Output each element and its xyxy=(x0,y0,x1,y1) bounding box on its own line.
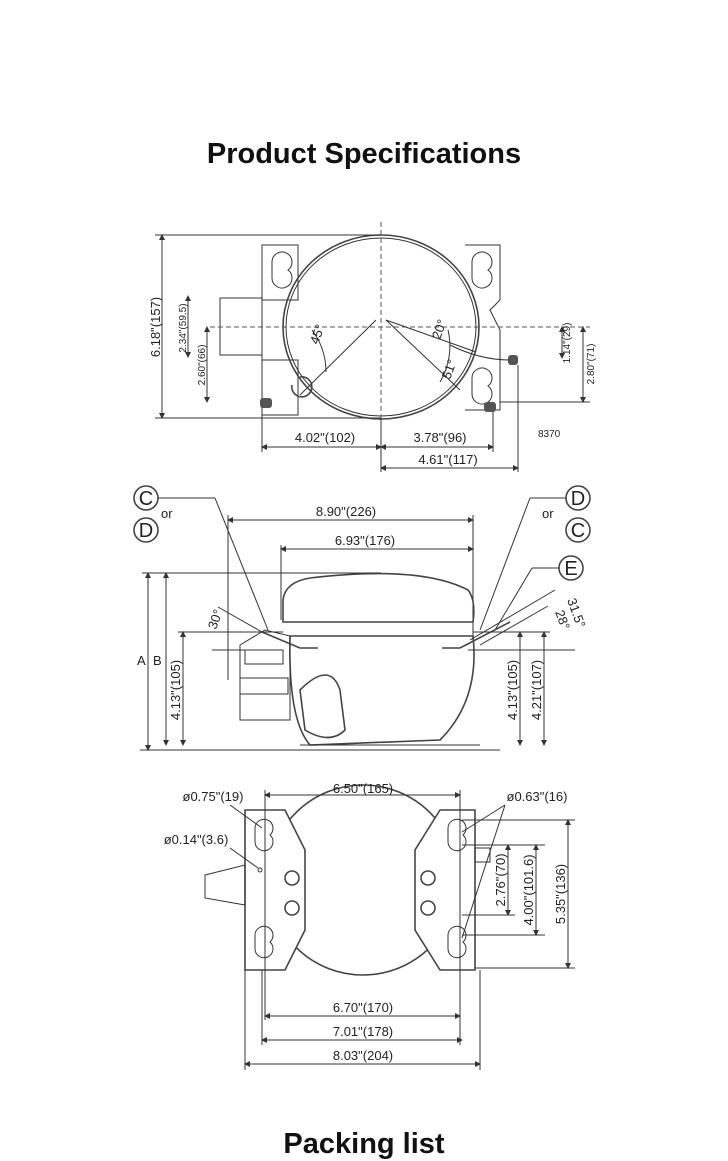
angle-label: 20° xyxy=(429,317,450,341)
page-title: Product Specifications xyxy=(206,138,522,170)
dim-label: 1.14"(29) xyxy=(562,323,573,364)
dim-label: 7.01"(178) xyxy=(333,1024,393,1039)
angle-label: 51° xyxy=(439,357,460,381)
top-view: 6.18"(157) 2.34"(59.5) 2.60"(66) 1.14"(2… xyxy=(148,222,597,472)
terminal-box xyxy=(219,297,263,356)
dim-label: 4.61"(117) xyxy=(418,452,477,467)
dim-label: 4.21"(107) xyxy=(529,660,544,720)
terminal-box xyxy=(204,864,246,906)
compressor-body xyxy=(289,635,475,746)
dim-label: 6.70"(170) xyxy=(333,1000,393,1015)
next-section-title: Packing list xyxy=(283,1128,445,1160)
dim-label: 4.00"(101.6) xyxy=(521,854,536,925)
angle-label: 45° xyxy=(307,322,328,346)
or-label: or xyxy=(161,506,173,521)
dim-label: 2.80"(71) xyxy=(586,344,597,385)
dim-label: 4.02"(102) xyxy=(295,430,355,445)
dim-label: 5.35"(136) xyxy=(553,864,568,924)
left-base-plate xyxy=(244,809,306,971)
callout-e: E xyxy=(564,558,577,580)
angle-label: 28° xyxy=(552,608,573,632)
dim-label: 2.60"(66) xyxy=(197,345,208,386)
compressor-dome xyxy=(282,572,475,623)
hook xyxy=(291,376,313,398)
dim-label: 4.13"(105) xyxy=(505,660,520,720)
dim-label: 8.90"(226) xyxy=(316,504,376,519)
or-label: or xyxy=(542,506,554,521)
right-mount-plate xyxy=(465,244,501,411)
hole-label: ø0.63"(16) xyxy=(507,789,568,804)
dim-label: 3.78"(96) xyxy=(413,430,466,445)
dim-label: 2.76"(70) xyxy=(493,853,508,906)
angle-label: 30° xyxy=(205,607,226,631)
hole-label: ø0.75"(19) xyxy=(183,789,244,804)
side-view: C or D D or C E 8.90"(226) 6.93"(176) xyxy=(133,485,591,751)
dim-label: 6.50"(165) xyxy=(333,781,393,796)
label-a: A xyxy=(137,653,146,668)
callout-c: C xyxy=(139,488,153,510)
protector-cover xyxy=(299,674,346,739)
dim-label: 8.03"(204) xyxy=(333,1048,393,1063)
hole-label: ø0.14"(3.6) xyxy=(164,832,229,847)
callout-d: D xyxy=(571,488,585,510)
callout-d: D xyxy=(139,520,153,542)
base-view: 6.50"(165) 6.70"(170) 7.01"(178) 8.03"(2… xyxy=(164,781,575,1070)
dim-label: 4.13"(105) xyxy=(168,660,183,720)
dim-label: 6.93"(176) xyxy=(335,533,395,548)
callout-c: C xyxy=(571,520,585,542)
model-code: 8370 xyxy=(538,429,561,440)
overall-height-label: 6.18"(157) xyxy=(148,297,163,357)
left-mount-plate xyxy=(261,244,299,416)
dim-label: 2.34"(59.5) xyxy=(178,303,189,352)
label-b: B xyxy=(153,653,162,668)
